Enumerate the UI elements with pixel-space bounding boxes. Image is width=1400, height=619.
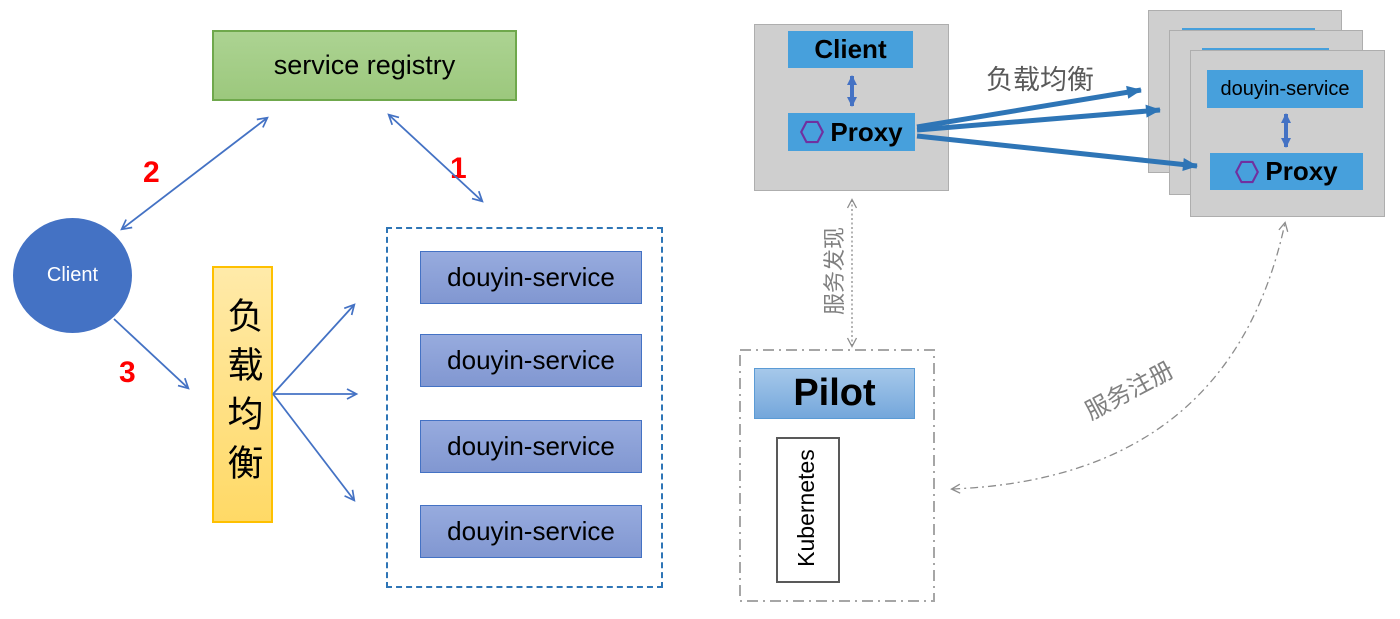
service-registry-box: service registry (212, 30, 517, 101)
arrow-fan-bottom (272, 393, 356, 502)
proxy-label: Proxy (830, 116, 903, 147)
service-discovery-label: 服务发现 (822, 227, 847, 316)
douyin-service-label: douyin-service (447, 345, 615, 375)
kubernetes-label: Kubernetes (792, 449, 819, 567)
douyin-service-label: douyin-service (447, 262, 615, 292)
step-2-label: 2 (143, 156, 160, 189)
pilot-box: Pilot (754, 368, 915, 419)
arrow-step1 (387, 113, 484, 203)
step-3-label: 3 (119, 356, 136, 389)
douyin-service-box: douyin-service (1207, 70, 1363, 108)
hexagon-icon (800, 120, 825, 144)
douyin-service-label: douyin-service (447, 516, 615, 546)
service-group-container: douyin-service douyin-service douyin-ser… (386, 227, 663, 588)
client-label: Client (46, 264, 99, 286)
service-proxy-label: Proxy (1265, 156, 1338, 186)
arrow-lb-2 (916, 104, 1161, 133)
proxy-box: Proxy (788, 113, 915, 151)
douyin-service-label: douyin-service (1220, 77, 1350, 100)
service-registry-label: service registry (273, 50, 456, 80)
douyin-service-label: douyin-service (447, 431, 615, 461)
arrow-service-registration (950, 221, 1289, 494)
douyin-service-box-4: douyin-service (420, 505, 642, 558)
step-1-label: 1 (450, 152, 467, 185)
pilot-label: Pilot (793, 372, 876, 414)
douyin-service-box-3: douyin-service (420, 420, 642, 473)
service-proxy-box: Proxy (1210, 153, 1363, 190)
load-balancing-label: 负载均衡 (986, 65, 1094, 95)
service-registration-label: 服务注册 (1080, 356, 1179, 426)
load-balancer-label: 负载均衡 (222, 296, 264, 493)
douyin-service-box-2: douyin-service (420, 334, 642, 387)
client-label: Client (814, 34, 887, 64)
douyin-service-box-1: douyin-service (420, 251, 642, 304)
client-circle: Client (13, 218, 132, 333)
hexagon-icon (1235, 160, 1260, 183)
arrow-fan-top (272, 303, 356, 395)
load-balancer-box: 负载均衡 (212, 266, 273, 523)
client-box: Client (788, 31, 913, 68)
